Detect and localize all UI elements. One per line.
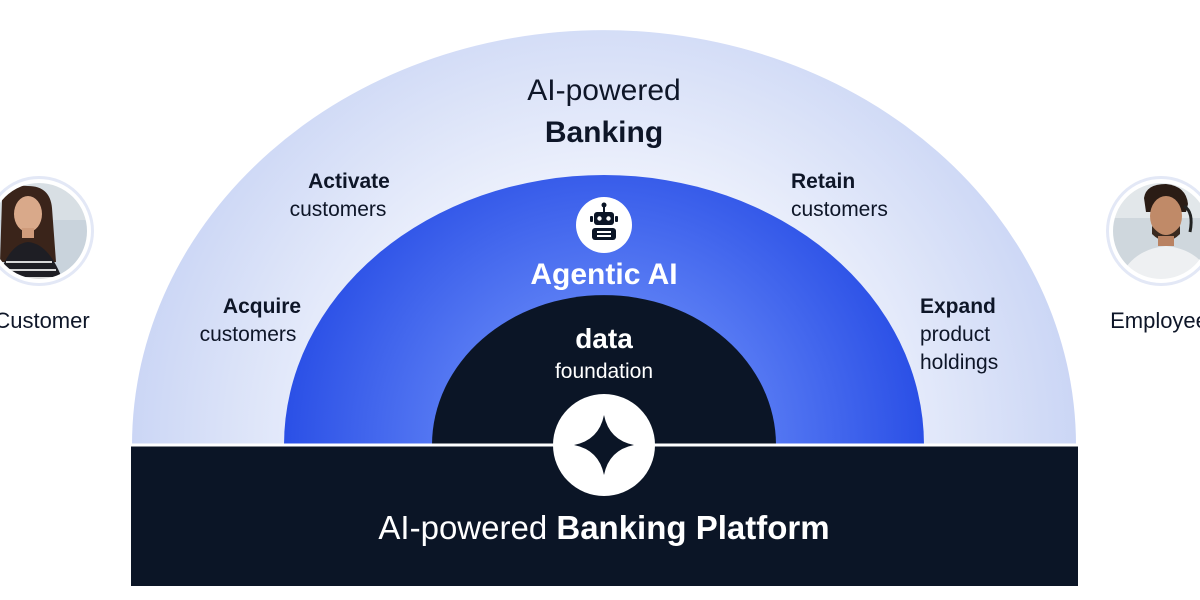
sparkle-star-icon (553, 394, 655, 496)
activate-label-light: customers (290, 198, 387, 221)
foundation-label-light: foundation (555, 360, 653, 383)
platform-label: AI-powered Banking Platform (378, 509, 829, 546)
expand-label-light2: holdings (920, 351, 998, 374)
employee-label: Employee (1110, 308, 1200, 333)
outer-arc-title-line1: AI-powered (527, 74, 680, 107)
acquire-label-bold: Acquire (223, 295, 301, 318)
platform-label-light: AI-powered (378, 509, 556, 546)
expand-label-light1: product (920, 323, 990, 346)
data-label-bold: data (575, 323, 633, 354)
agentic-ai-label: Agentic AI (530, 258, 677, 291)
customer-label: Customer (0, 308, 90, 333)
customer-avatar (0, 176, 94, 286)
expand-label-bold: Expand (920, 295, 996, 318)
employee-avatar (1106, 176, 1200, 286)
activate-label-bold: Activate (308, 170, 390, 193)
outer-arc-title-line2: Banking (545, 116, 663, 149)
retain-label-bold: Retain (791, 170, 855, 193)
inner-arc-data-foundation (432, 295, 776, 445)
acquire-label-light: customers (200, 323, 297, 346)
platform-label-bold: Banking Platform (556, 509, 829, 546)
retain-label-light: customers (791, 198, 888, 221)
robot-icon (576, 197, 632, 253)
